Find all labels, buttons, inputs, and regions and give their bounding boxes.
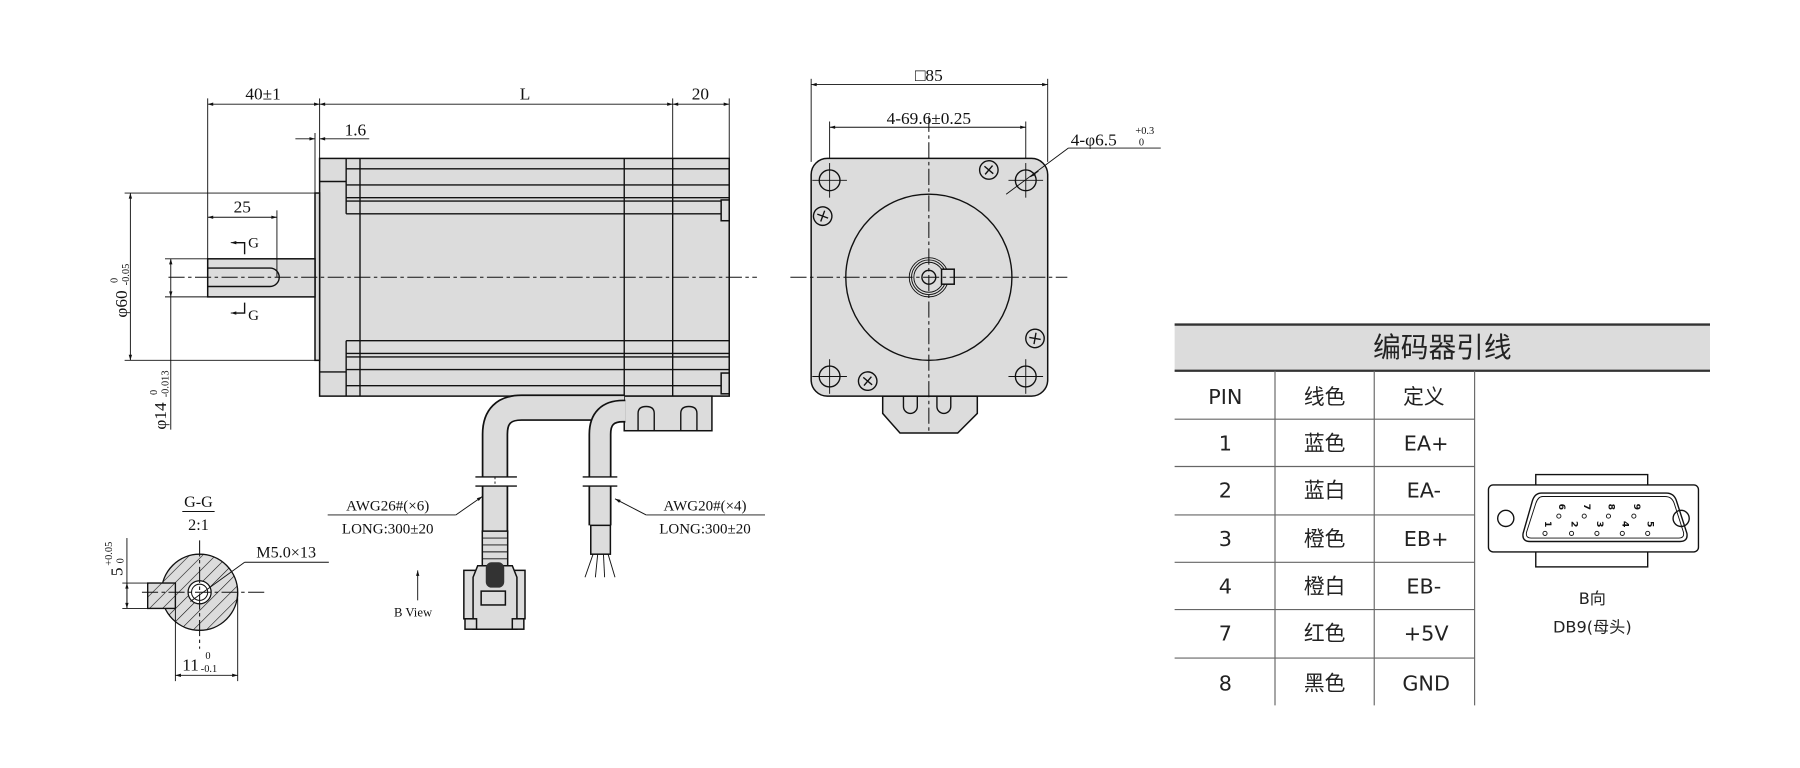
cell-color: 蓝色 [1304, 431, 1346, 455]
dim-shaft: φ14 [151, 402, 170, 430]
section-scale: 2:1 [188, 517, 209, 534]
dim-shaft-tol-upper: 0 [149, 390, 160, 395]
cell-pin: 2 [1219, 479, 1232, 503]
header-pin: PIN [1208, 385, 1242, 409]
dim-holes-tol-upper: +0.3 [1135, 126, 1154, 137]
db9-connector-diagram: 6 7 8 9 1 2 3 4 5 B向 DB9(母头) [1487, 473, 1700, 637]
encoder-table: 编码器引线 PIN 线色 定义 1 蓝色 EA+ 2 蓝白 EA- 3 橙色 E… [1174, 323, 1710, 706]
db9-plug [463, 530, 526, 630]
cell-pin: 1 [1219, 431, 1232, 455]
dim-flat-tol-lower: -0.1 [201, 664, 217, 675]
dim-shaft-length: 40±1 [245, 85, 280, 104]
front-view: □85 4-69.6±0.25 4-φ6.5 +0.3 0 [790, 66, 1161, 434]
dim-body-length: L [520, 85, 531, 104]
connector-type-label: DB9(母头) [1553, 618, 1632, 637]
cell-color: 橙白 [1304, 574, 1346, 598]
pin-label: 6 [1556, 504, 1567, 510]
table-row: 1 蓝色 EA+ [1219, 431, 1449, 455]
cell-definition: EA+ [1404, 431, 1449, 455]
table-row: 3 橙色 EB+ [1219, 527, 1449, 551]
pin-label: 1 [1542, 521, 1553, 527]
dim-key-length: 25 [234, 198, 251, 217]
mounting-holes [812, 163, 1044, 394]
dim-flange: 1.6 [345, 120, 367, 139]
cell-definition: +5V [1404, 622, 1450, 646]
dim-pilot-tol-upper: 0 [110, 278, 121, 283]
dim-holes: 4-φ6.5 [1071, 131, 1117, 150]
cell-definition: EB+ [1404, 527, 1449, 551]
dim-square: □85 [915, 66, 943, 85]
table-title: 编码器引线 [1373, 331, 1511, 364]
side-view: 40±1 L 20 1.6 φ60 [110, 85, 765, 630]
db9-pins-bottom: 1 2 3 4 5 [1542, 521, 1656, 536]
b-view-label: B View [394, 606, 433, 620]
pin-label: 2 [1569, 521, 1580, 527]
cell-definition: GND [1402, 671, 1450, 695]
cell-pin: 7 [1219, 622, 1232, 646]
screws [812, 160, 1045, 392]
power-cable-length: LONG:300±20 [659, 521, 751, 537]
dim-flat-tol-upper: 0 [205, 651, 210, 662]
table-row: 2 蓝白 EA- [1219, 479, 1441, 503]
cell-color: 黑色 [1304, 671, 1346, 695]
pin-label: 5 [1645, 521, 1656, 527]
cell-pin: 3 [1219, 527, 1232, 551]
dim-key: 5 [107, 567, 126, 576]
dim-shaft-tol-lower: -0.013 [160, 370, 171, 397]
dim-key-tol-lower: 0 [115, 558, 126, 563]
thread-label: M5.0×13 [256, 545, 316, 562]
table-row: 7 红色 +5V [1219, 622, 1450, 646]
header-color: 线色 [1304, 385, 1346, 409]
header-definition: 定义 [1403, 385, 1445, 409]
table-header-row: PIN 线色 定义 [1208, 385, 1444, 409]
section-title: G-G [184, 494, 213, 511]
cell-color: 红色 [1304, 622, 1346, 646]
cell-color: 橙色 [1304, 527, 1346, 551]
table-row: 8 黑色 GND [1219, 671, 1450, 695]
section-gg: G-G 2:1 M5.0×13 5 +0.05 0 11 0 -0.1 [104, 494, 329, 682]
dim-flat: 11 [182, 656, 199, 675]
cell-pin: 4 [1219, 574, 1232, 598]
dim-rear: 20 [692, 85, 709, 104]
pin-label: 8 [1605, 504, 1616, 510]
db9-pins-top: 6 7 8 9 [1556, 504, 1642, 519]
encoder-cable-length: LONG:300±20 [342, 521, 434, 537]
dim-holes-tol-lower: 0 [1139, 138, 1144, 149]
cell-definition: EB- [1406, 574, 1441, 598]
table-row: 4 橙白 EB- [1219, 574, 1441, 598]
dim-pilot: φ60 [112, 290, 131, 317]
power-cable-label: AWG20#(×4) [663, 498, 746, 514]
pin-label: 9 [1631, 504, 1642, 510]
cell-definition: EA- [1407, 479, 1441, 503]
connector-view-label: B向 [1579, 589, 1606, 608]
section-mark-top: G [248, 235, 259, 251]
pin-label: 4 [1619, 521, 1630, 527]
dim-key-tol-upper: +0.05 [104, 542, 115, 566]
cell-color: 蓝白 [1304, 479, 1346, 503]
cell-pin: 8 [1219, 671, 1232, 695]
section-mark-bottom: G [248, 308, 259, 324]
dim-pilot-tol-lower: -0.05 [121, 264, 132, 286]
encoder-cable-label: AWG26#(×6) [346, 498, 429, 514]
pin-label: 7 [1581, 504, 1592, 510]
pin-label: 3 [1594, 521, 1605, 527]
